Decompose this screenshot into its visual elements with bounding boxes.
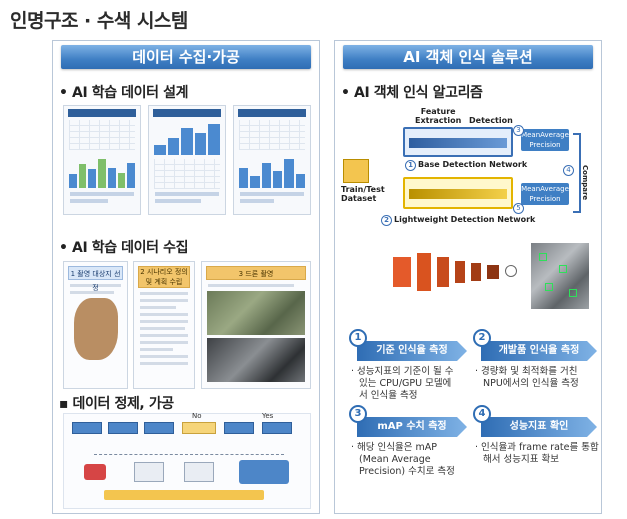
step-3-bar: mAP 수치 측정 xyxy=(357,417,467,437)
map-metric-1: MeanAverage Precision xyxy=(521,129,569,151)
collect-card-drone-title: 3 드론 촬영 xyxy=(206,266,306,280)
section-ai-data-collection: • AI 학습 데이터 수집 xyxy=(59,240,189,256)
step-1-bar: 기준 인식율 측정 xyxy=(357,341,467,361)
page-title: 인명구조 · 수색 시스템 xyxy=(10,10,188,32)
compare-label: Compare xyxy=(581,165,589,201)
drone-photo-2 xyxy=(207,338,305,382)
design-thumbnail-1 xyxy=(63,105,141,215)
dataset-label: Train/Test Dataset xyxy=(341,185,385,203)
base-network-box xyxy=(403,127,513,157)
compare-bracket xyxy=(573,133,581,213)
right-panel-header: AI 객체 인식 솔루션 xyxy=(343,45,593,69)
map-metric-2: MeanAverage Precision xyxy=(521,183,569,205)
light-network-box xyxy=(403,177,513,209)
detection-label: Detection xyxy=(469,116,513,125)
step-2-number: 2 xyxy=(473,329,491,347)
step-num-4-icon: 4 xyxy=(563,165,574,176)
refine-flow-diagram: No Yes xyxy=(63,412,311,509)
design-thumbnail-2 xyxy=(148,105,226,215)
step-2-bar: 개발품 인식율 측정 xyxy=(481,341,597,361)
detection-sample-image xyxy=(531,243,589,309)
section-data-refine: ▪ 데이터 정제, 가공 xyxy=(59,396,174,412)
object-recognition-panel: AI 객체 인식 솔루션 • AI 객체 인식 알고리즘 Feature Ext… xyxy=(334,40,602,514)
step-1-number: 1 xyxy=(349,329,367,347)
flow-no-label: No xyxy=(192,412,202,420)
collect-card-drone: 3 드론 촬영 xyxy=(201,261,311,389)
flow-yes-label: Yes xyxy=(262,412,274,420)
step-3-number: 3 xyxy=(349,405,367,423)
drone-photo-1 xyxy=(207,291,305,335)
section-ai-data-design: • AI 학습 데이터 설계 xyxy=(59,85,189,101)
step-4-bar: 성능지표 확인 xyxy=(481,417,597,437)
network-illustration xyxy=(383,239,593,311)
collect-card-scenario: 2 시나리오 정의 및 계획 수립 xyxy=(133,261,195,389)
step-num-5-icon: 5 xyxy=(513,203,524,214)
data-collection-panel: 데이터 수집·가공 • AI 학습 데이터 설계 • AI 학습 데이터 수집 … xyxy=(52,40,320,514)
detection-diagram: Feature Extraction Detection Train/Test … xyxy=(341,103,597,231)
collect-card-site: 1 촬영 대상지 선정 xyxy=(63,261,128,389)
section-ai-algorithm: • AI 객체 인식 알고리즘 xyxy=(341,85,483,101)
step-4-number: 4 xyxy=(473,405,491,423)
collect-card-scenario-title: 2 시나리오 정의 및 계획 수립 xyxy=(138,266,190,288)
step-num-3-icon: 3 xyxy=(513,125,524,136)
left-panel-header: 데이터 수집·가공 xyxy=(61,45,311,69)
dataset-icon xyxy=(343,159,369,183)
collect-card-site-title: 1 촬영 대상지 선정 xyxy=(68,266,123,292)
korea-map-icon xyxy=(73,298,118,360)
feature-extraction-label: Feature Extraction xyxy=(415,107,462,125)
design-thumbnail-3 xyxy=(233,105,311,215)
